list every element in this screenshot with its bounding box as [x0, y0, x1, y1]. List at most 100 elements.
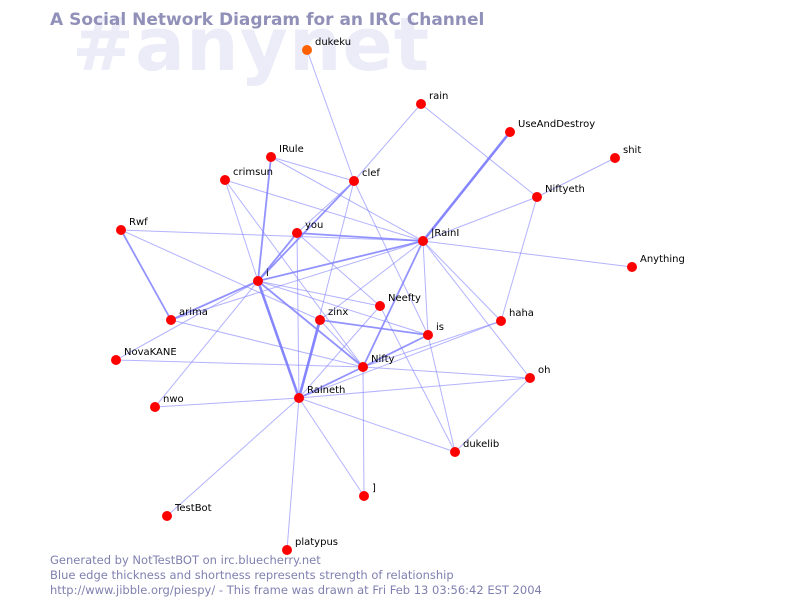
edge-is-Nifty: [362, 334, 429, 368]
node-dot: [532, 192, 542, 202]
node-dot: [266, 152, 276, 162]
node-label: is: [436, 322, 444, 333]
edge-clef-you: [296, 180, 355, 234]
edge-Nifty-Raineth: [298, 366, 364, 399]
node-dot: [116, 225, 126, 235]
node-you: you: [292, 220, 323, 238]
node-bracket: ]: [359, 483, 376, 501]
node-dot: [220, 175, 230, 185]
edge-IRainI-is: [422, 240, 429, 336]
edge-crimsun-Nifty: [224, 179, 364, 368]
node-dot: [358, 362, 368, 372]
edge-i-nwo: [154, 280, 259, 408]
node-crimsun: crimsun: [220, 167, 273, 185]
node-label: TestBot: [174, 503, 212, 514]
node-dot: [375, 301, 385, 311]
node-dot: [111, 355, 121, 365]
node-label: rain: [429, 91, 448, 102]
edge-Nifty-bracket: [362, 366, 365, 497]
node-dot: [525, 373, 535, 383]
edge-IRule-clef: [270, 156, 355, 182]
edge-i-Neefty: [257, 280, 381, 307]
node-dot: [253, 276, 263, 286]
edge-you-IRainI: [296, 232, 424, 242]
edge-rain-clef: [353, 103, 422, 182]
footer-generated-by: Generated by NotTestBOT on irc.bluecherr…: [50, 553, 321, 567]
node-label: |RainI: [431, 228, 459, 239]
edge-clef-is: [353, 180, 429, 336]
node-label: IRule: [279, 144, 304, 155]
node-dot: [302, 45, 312, 55]
node-IRule: IRule: [266, 144, 304, 162]
node-label: i: [266, 268, 269, 279]
edge-Raineth-TestBot: [166, 397, 300, 517]
edge-Raineth-platypus: [286, 397, 300, 551]
edge-Raineth-bracket: [298, 397, 365, 497]
node-label: dukeku: [315, 37, 351, 48]
edge-crimsun-i: [224, 179, 259, 282]
node-dot: [416, 99, 426, 109]
node-label: Raineth: [307, 385, 345, 396]
edge-is-dukelib: [427, 334, 456, 453]
node-Nifty: Nifty: [358, 354, 395, 372]
node-Niftyeth: Niftyeth: [532, 184, 585, 202]
edge-i-arima: [170, 280, 259, 321]
node-dot: [162, 511, 172, 521]
node-dot: [359, 491, 369, 501]
node-platypus: platypus: [282, 537, 338, 555]
edge-Nifty-oh: [362, 366, 531, 379]
node-oh: oh: [525, 365, 550, 383]
node-label: zinx: [328, 307, 348, 318]
node-label: Nifty: [371, 354, 395, 365]
node-dot: [315, 315, 325, 325]
node-label: shit: [623, 145, 641, 156]
edge-i-Raineth: [256, 280, 301, 399]
node-label: dukelib: [463, 439, 499, 450]
node-IRainI: |RainI: [418, 228, 459, 246]
node-label: Niftyeth: [545, 184, 585, 195]
node-layer: dukekurainUseAndDestroyshitIRuleclefcrim…: [111, 37, 685, 555]
edge-Niftyeth-haha: [500, 196, 538, 322]
edge-zinx-Raineth: [297, 319, 322, 399]
node-label: oh: [538, 365, 550, 376]
node-label: crimsun: [233, 167, 273, 178]
node-label: ]: [372, 483, 376, 494]
node-NovaKANE: NovaKANE: [111, 347, 177, 365]
footer-url-timestamp: http://www.jibble.org/piespy/ - This fra…: [50, 583, 542, 597]
node-label: UseAndDestroy: [518, 119, 595, 130]
edge-IRainI-zinx: [319, 240, 424, 321]
node-label: arima: [179, 307, 208, 318]
edge-IRainI-oh: [422, 240, 531, 379]
node-label: Anything: [640, 254, 685, 265]
node-shit: shit: [610, 145, 641, 163]
node-dot: [294, 393, 304, 403]
node-i: i: [253, 268, 269, 286]
node-dukeku: dukeku: [302, 37, 351, 55]
node-dot: [627, 262, 637, 272]
edge-Rwf-arima: [120, 229, 172, 321]
footer: Generated by NotTestBOT on irc.bluecherr…: [50, 553, 542, 598]
edge-dukeku-clef: [306, 49, 355, 182]
edge-UseAndDestroy-IRainI: [421, 131, 512, 242]
edge-Raineth-dukelib: [298, 397, 456, 453]
node-label: NovaKANE: [124, 347, 177, 358]
node-label: you: [305, 220, 323, 231]
edge-clef-i: [257, 180, 355, 282]
edge-rain-Niftyeth: [420, 103, 538, 198]
edge-IRainI-haha: [422, 240, 502, 322]
node-dukelib: dukelib: [450, 439, 499, 457]
edge-i-Nifty: [257, 280, 364, 368]
edge-NovaKANE-Nifty: [115, 359, 364, 368]
edge-i-NovaKANE: [115, 280, 259, 361]
node-dot: [505, 127, 515, 137]
edge-IRule-IRainI: [270, 156, 424, 242]
edge-you-i: [257, 232, 298, 282]
edge-layer: [115, 49, 633, 551]
node-Rwf: Rwf: [116, 217, 148, 235]
node-dot: [292, 228, 302, 238]
node-dot: [150, 402, 160, 412]
node-label: Neefty: [388, 293, 421, 304]
edge-IRainI-arima: [170, 240, 424, 321]
node-dot: [496, 316, 506, 326]
